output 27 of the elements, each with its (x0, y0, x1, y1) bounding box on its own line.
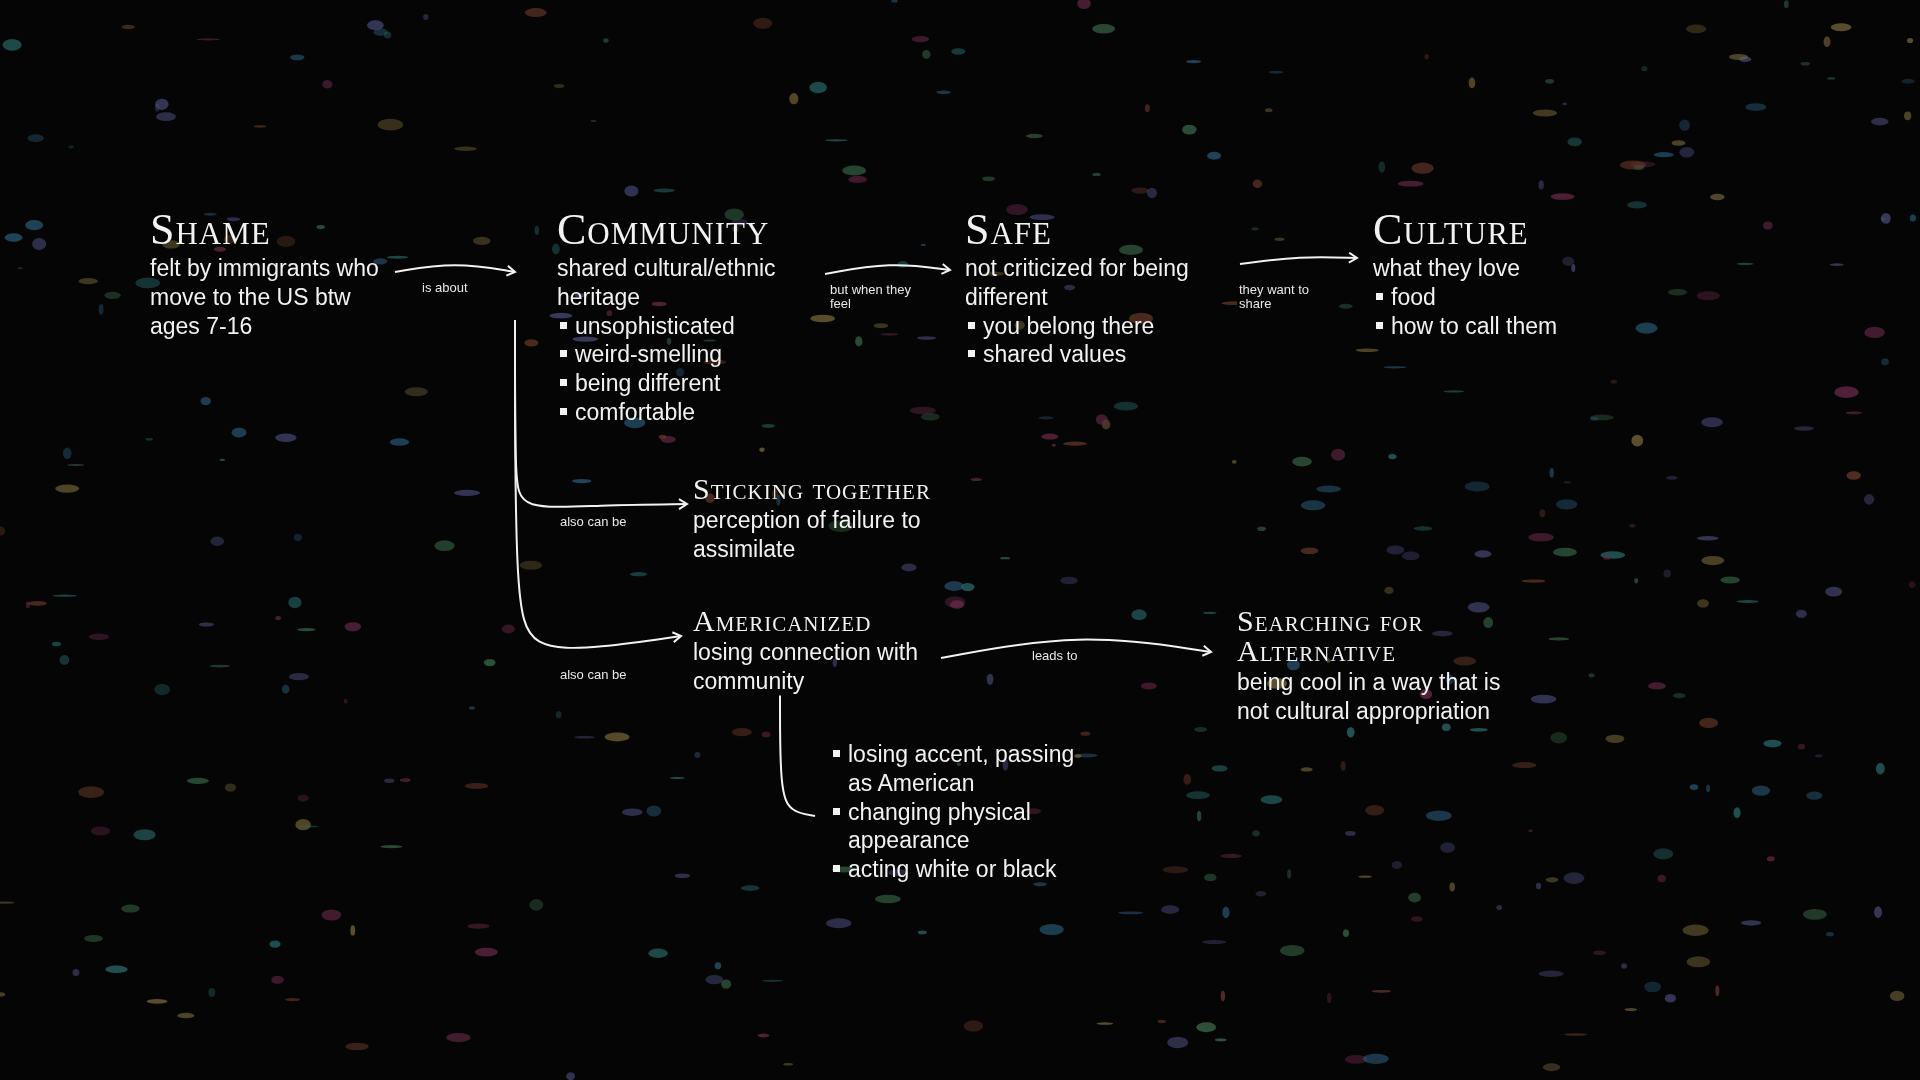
description: what they love (1373, 254, 1522, 283)
arrow (940, 638, 1212, 659)
bullet-item: shared values (965, 340, 1240, 369)
connector-line (779, 694, 816, 817)
bullet-item: how to call them (1373, 311, 1627, 341)
bullet-item: weird-smelling (557, 340, 825, 369)
bullet-item: being different (557, 369, 825, 398)
heading: Community (557, 208, 771, 252)
arrow (514, 319, 682, 649)
description: losing connection with community (693, 638, 920, 696)
heading: Shame (150, 208, 272, 252)
bullet-item: food (1373, 282, 1627, 312)
description: felt by immigrants who move to the US btw ages 7-16 (150, 254, 380, 341)
heading: Sticking together (693, 474, 932, 504)
bullet-item: comfortable (557, 397, 825, 427)
heading: Searching for Alternative (1237, 606, 1425, 666)
bullet-item: acting white or black (830, 855, 1095, 884)
description: being cool in a way that is not cultural appropriation (1237, 668, 1502, 726)
arrow (1239, 251, 1358, 265)
bullet-item: you belong there (965, 311, 1240, 341)
heading: Culture (1373, 208, 1530, 252)
heading: Americanized (693, 606, 873, 636)
arrow (394, 264, 516, 277)
description: perception of failure to assimilate (693, 506, 922, 564)
bullet-item: unsophisticated (557, 311, 825, 341)
arrow (824, 263, 951, 275)
heading: Safe (965, 208, 1054, 252)
